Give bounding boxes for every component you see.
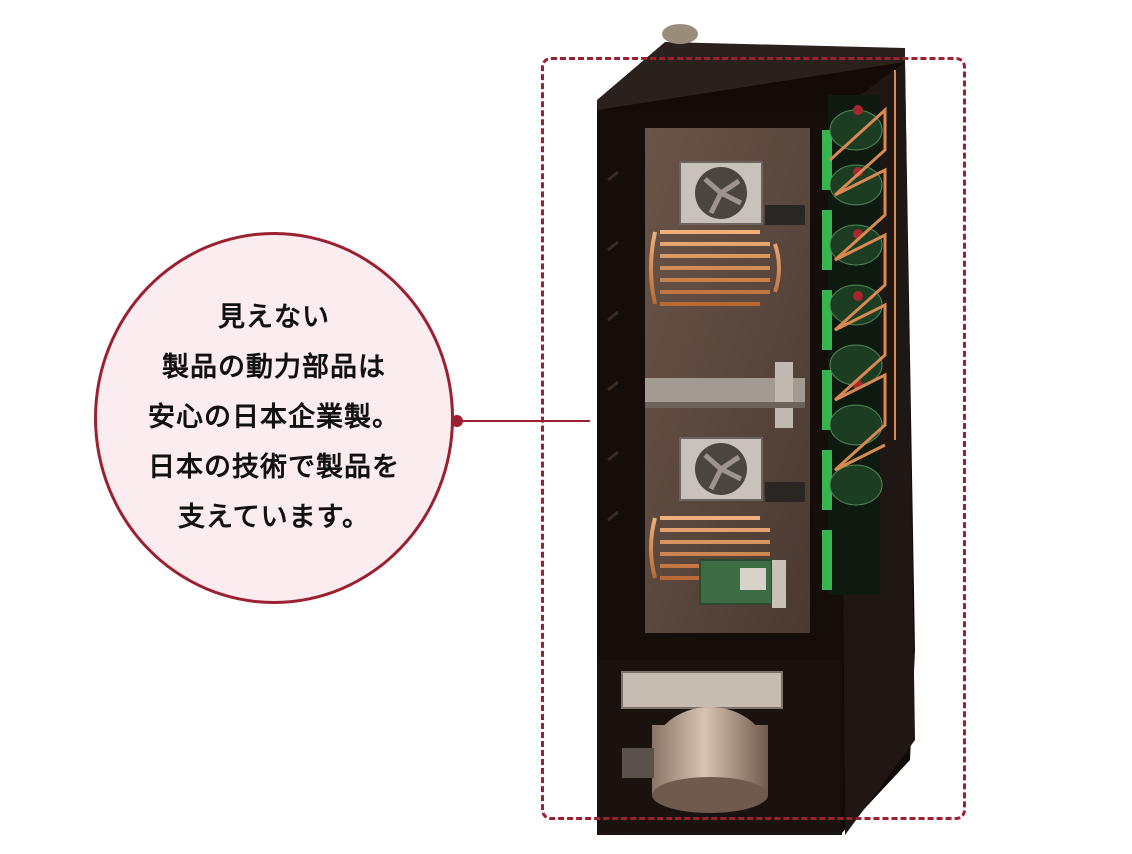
compressor-compartment: [597, 660, 840, 835]
divider-bracket: [645, 362, 805, 428]
callout-line-4: 日本の技術で製品を: [148, 452, 400, 483]
control-board: [699, 559, 786, 608]
callout-line-1: 見えない: [218, 302, 330, 333]
shelf-rails: [607, 170, 619, 522]
highlight-box: [541, 57, 966, 820]
hinge: [662, 24, 698, 44]
callout-connector: [457, 420, 590, 422]
callout-line-2: 製品の動力部品は: [162, 352, 386, 383]
lower-cooling-coil: [649, 516, 770, 580]
lower-fan: [679, 437, 805, 502]
callout-line-3: 安心の日本企業製。: [148, 402, 400, 433]
upper-fan: [679, 161, 805, 225]
callout-connector-dot: [451, 415, 463, 427]
callout-line-5: 支えています。: [178, 502, 370, 533]
upper-cooling-coil: [649, 230, 781, 306]
side-cooling-tubes: [828, 70, 896, 472]
callout-bubble: 見えない 製品の動力部品は 安心の日本企業製。 日本の技術で製品を 支えています…: [94, 232, 454, 604]
